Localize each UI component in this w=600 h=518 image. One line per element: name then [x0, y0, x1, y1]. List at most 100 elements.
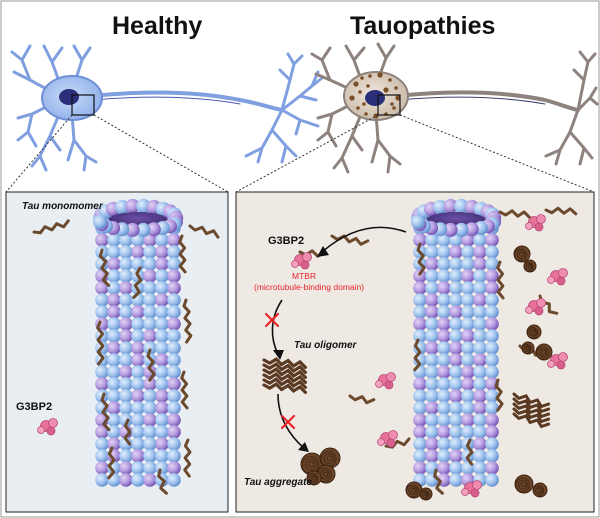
tubulin-subunit — [473, 341, 487, 355]
tubulin-subunit — [119, 269, 133, 283]
tau-aggregate — [532, 482, 548, 498]
tubulin-subunit — [461, 377, 475, 391]
tau-aggregate — [306, 470, 322, 486]
tau-strand — [416, 242, 426, 276]
tubulin-subunit — [485, 365, 499, 379]
tubulin-subunit — [449, 281, 463, 295]
aggregate-dot — [349, 95, 355, 101]
tubulin-subunit — [119, 473, 133, 487]
tubulin-subunit — [425, 425, 439, 439]
g3bp2-proteins — [37, 214, 568, 498]
tau-strand — [132, 266, 143, 299]
tubulin-subunit — [437, 413, 451, 427]
aggregate-dot — [358, 90, 362, 94]
tubulin-subunit — [485, 401, 499, 415]
g3bp2-protein — [375, 372, 396, 390]
tubulin-subunit — [143, 437, 157, 451]
tubulin-subunit — [131, 449, 145, 463]
tubulin-subunit — [425, 305, 439, 319]
tubulin-subunit — [413, 437, 427, 451]
tubulin-subunit — [461, 329, 475, 343]
tubulin-subunit — [131, 353, 145, 367]
tubulin-subunit — [425, 401, 439, 415]
tubulin-subunit — [131, 413, 145, 427]
tubulin-subunit — [485, 341, 499, 355]
tubulin-subunit — [155, 461, 169, 475]
tubulin-subunit — [143, 269, 157, 283]
aggregate-dot — [390, 102, 394, 106]
tubulin-subunit — [473, 269, 487, 283]
tubulin-subunit — [131, 401, 145, 415]
tubulin-subunit — [131, 341, 145, 355]
tau-aggregate — [405, 481, 423, 499]
tubulin-subunit — [155, 269, 169, 283]
tubulin-subunit — [449, 329, 463, 343]
tubulin-subunit — [95, 437, 109, 451]
tubulin-subunit — [119, 401, 133, 415]
tau-strand — [496, 260, 505, 300]
tubulin-subunit — [464, 222, 479, 237]
tubulin-subunit — [131, 245, 145, 259]
tau-oligomer-label: Tau oligomer — [294, 340, 358, 351]
tau-strand — [107, 446, 116, 480]
tubulin-subunit — [437, 377, 451, 391]
tubulin-subunit — [413, 425, 427, 439]
tubulin-subunit — [155, 281, 169, 295]
tubulin-subunit — [119, 329, 133, 343]
tubulin-subunit — [95, 281, 109, 295]
tubulin-subunit — [413, 269, 427, 283]
tubulin-subunit — [461, 401, 475, 415]
tubulin-subunit — [485, 293, 499, 307]
tubulin-subunit — [437, 293, 451, 307]
tubulin-subunit — [119, 353, 133, 367]
tubulin-subunit — [425, 353, 439, 367]
tubulin-subunit — [143, 413, 157, 427]
tubulin-subunit — [449, 389, 463, 403]
tubulin-subunit — [119, 425, 133, 439]
tubulin-subunit — [473, 257, 487, 271]
tubulin-subunit — [143, 317, 157, 331]
tau-aggregate — [535, 343, 553, 361]
tau-oligomer — [262, 357, 307, 394]
tau-strand — [465, 438, 474, 466]
tubulin-subunit — [167, 353, 181, 367]
tau-strand — [178, 234, 187, 274]
tubulin-subunit — [95, 233, 109, 247]
aggregate-dot — [353, 81, 359, 87]
tau-strand — [32, 219, 70, 235]
tubulin-subunit — [473, 449, 487, 463]
tubulin-subunit — [425, 329, 439, 343]
tubulin-subunit — [155, 425, 169, 439]
tubulin-subunit — [167, 293, 181, 307]
tau-strand — [433, 468, 444, 495]
tubulin-subunit — [425, 449, 439, 463]
aggregate-dot — [368, 74, 372, 78]
tubulin-subunit — [437, 365, 451, 379]
tubulin-subunit — [143, 377, 157, 391]
tubulin-subunit — [473, 461, 487, 475]
tauopathy-neuron — [310, 42, 599, 174]
mtbr-label: MTBR — [292, 271, 316, 281]
tubulin-subunit — [413, 461, 427, 475]
g3bp2-label-tauopathy: G3BP2 — [268, 235, 304, 247]
tubulin-subunit — [485, 473, 499, 487]
tubulin-subunit — [473, 233, 487, 247]
tubulin-subunit — [413, 233, 427, 247]
aggregate-dot — [392, 106, 396, 110]
tauopathy-zoom-box — [377, 94, 401, 116]
tubulin-subunit — [449, 413, 463, 427]
tubulin-subunit — [155, 389, 169, 403]
tubulin-subunit — [437, 305, 451, 319]
tubulin-subunit — [119, 245, 133, 259]
tubulin-subunit — [437, 329, 451, 343]
tubulin-subunit — [143, 293, 157, 307]
tubulin-subunit — [413, 401, 427, 415]
g3bp2-protein — [547, 352, 568, 370]
tubulin-subunit — [425, 269, 439, 283]
tubulin-subunit — [119, 437, 133, 451]
tubulin-subunit — [425, 365, 439, 379]
tau-strand — [498, 209, 532, 219]
tubulin-subunit — [413, 377, 427, 391]
tubulin-subunit — [485, 353, 499, 367]
mtbr-full-label: (microtubule-binding domain) — [254, 282, 364, 292]
